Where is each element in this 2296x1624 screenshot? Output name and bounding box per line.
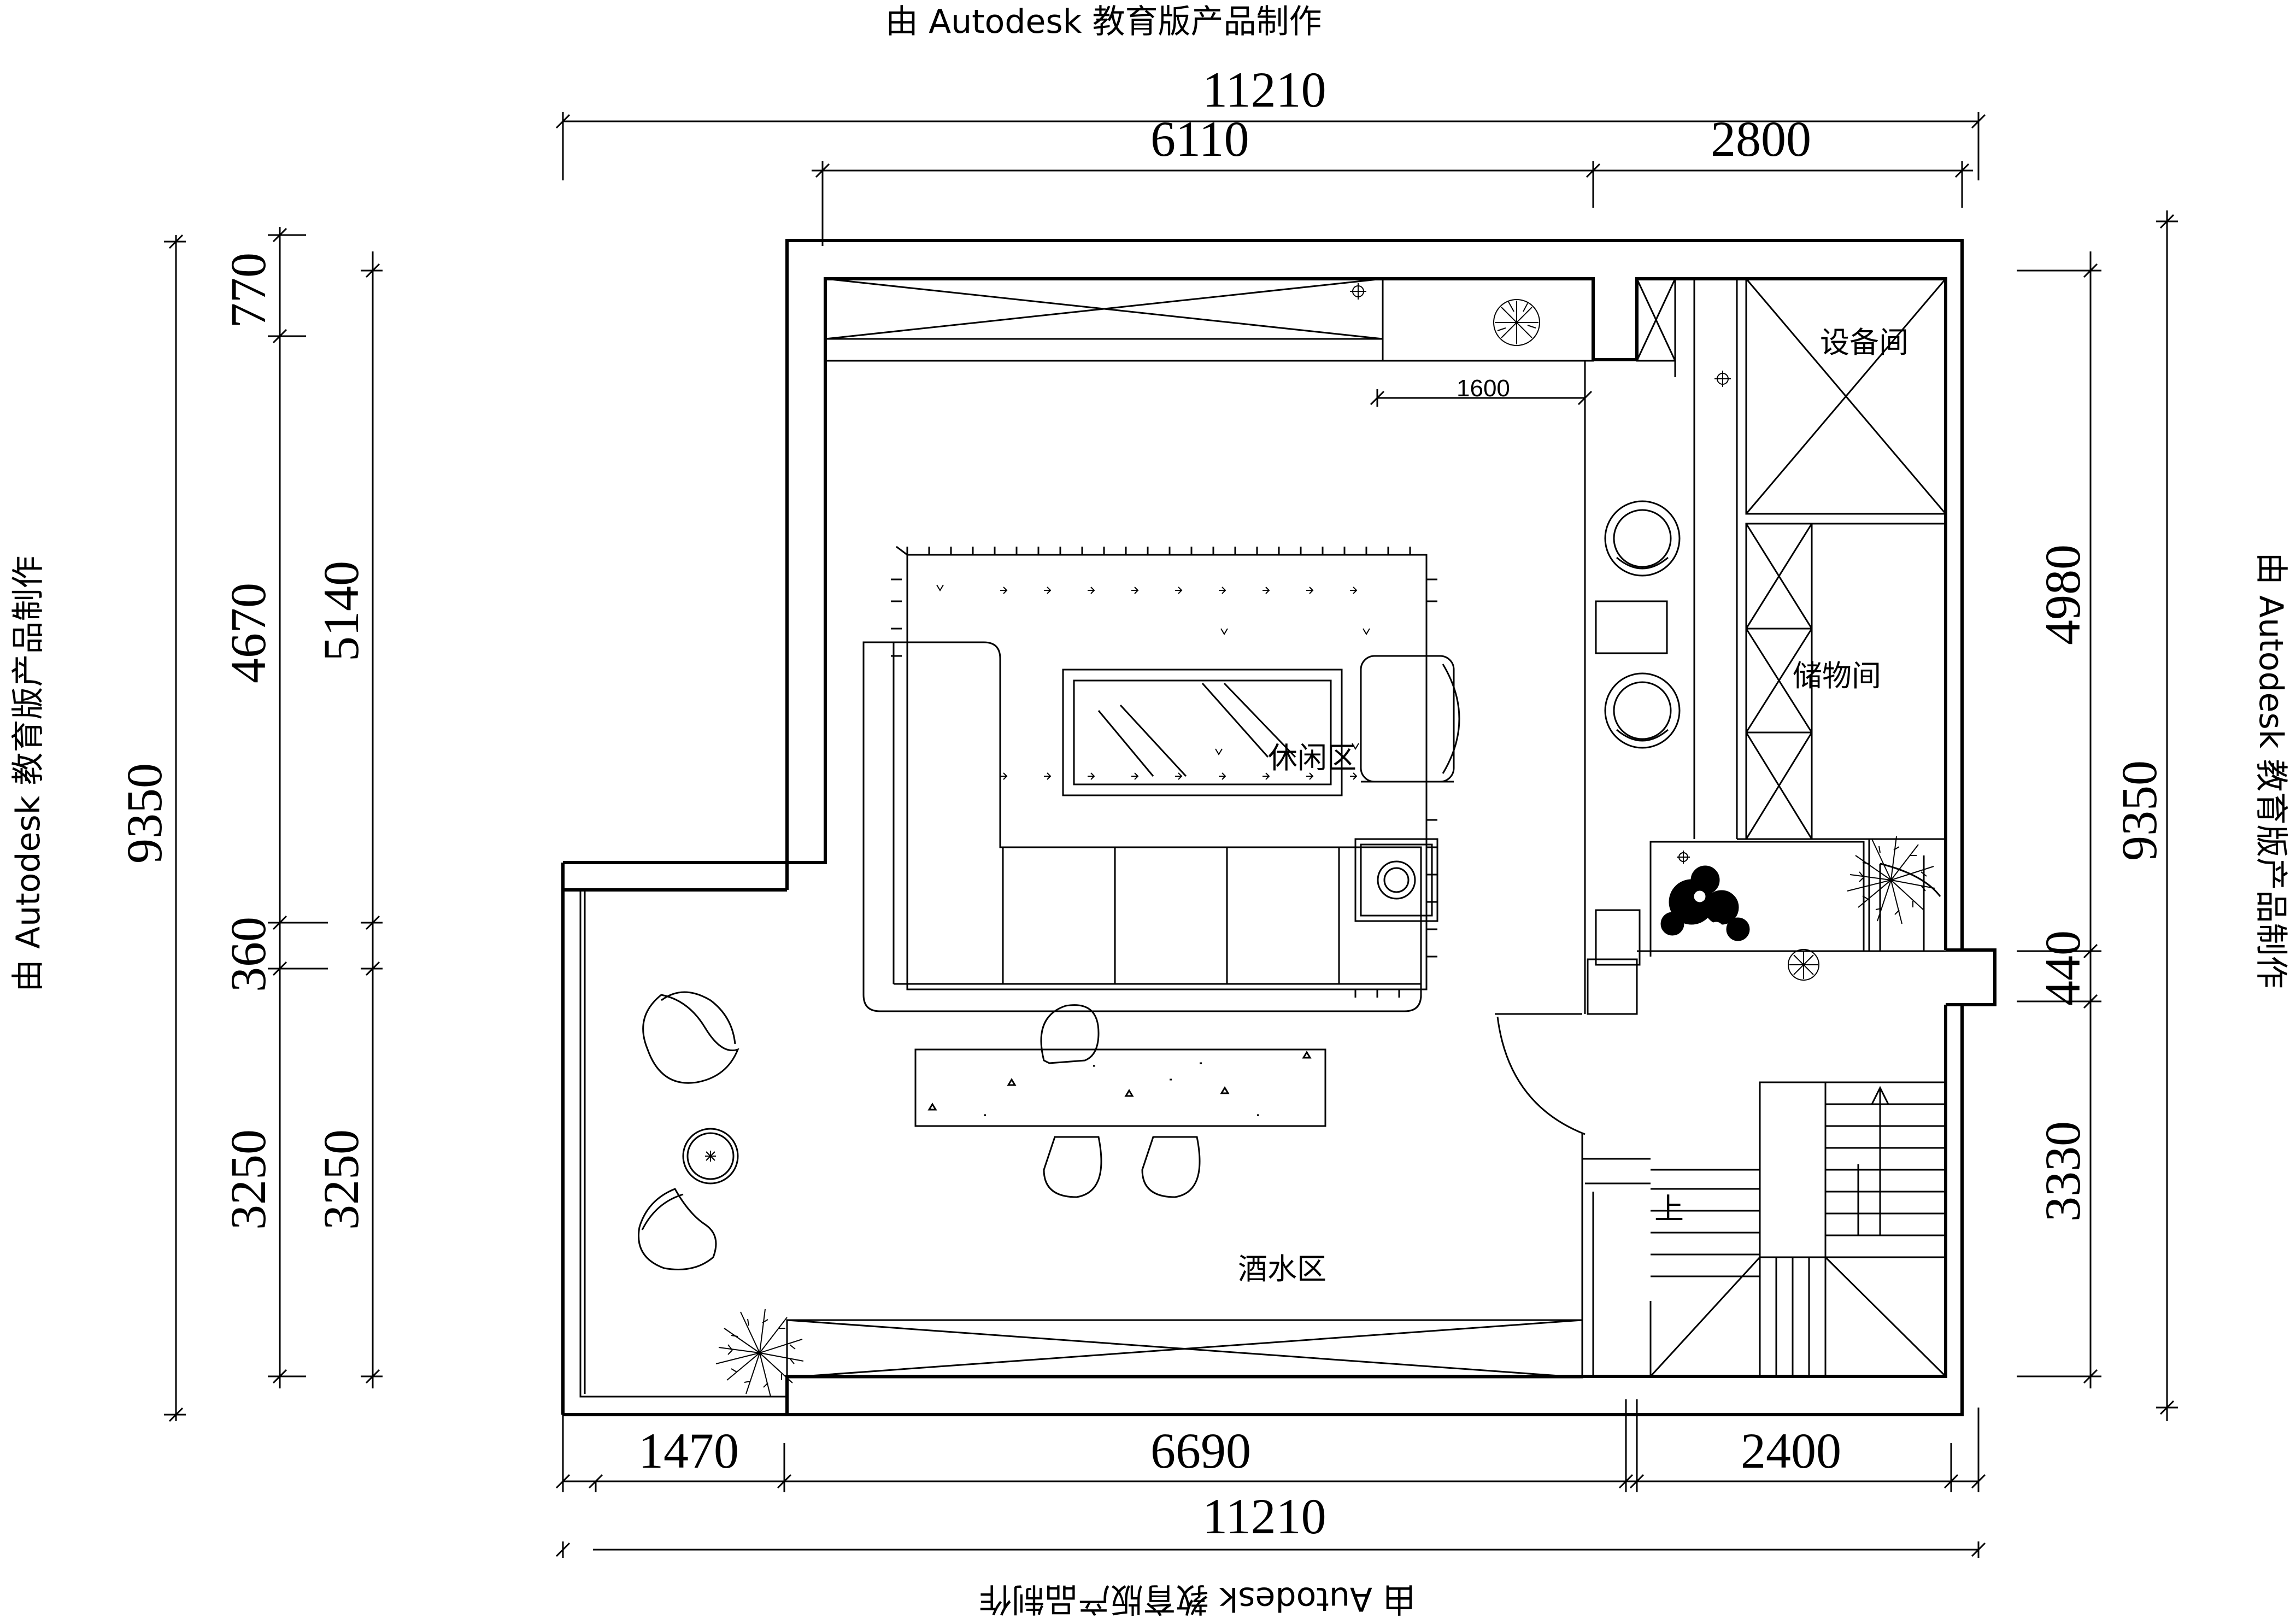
bottom-cabinet bbox=[786, 1159, 1594, 1379]
staircase bbox=[1649, 1081, 1947, 1377]
dim-top-overall: 11210 bbox=[1202, 62, 1326, 118]
dim-left-4670: 4670 bbox=[220, 583, 276, 683]
rug bbox=[891, 546, 1437, 998]
outer-walls bbox=[561, 239, 1996, 1416]
dimension-right bbox=[2017, 210, 2178, 1421]
dim-left-360: 360 bbox=[220, 917, 276, 992]
dim-right-3330: 3330 bbox=[2035, 1121, 2091, 1222]
bonsai-icon bbox=[1660, 865, 1750, 941]
room-label-leisure: 休闲区 bbox=[1268, 741, 1357, 775]
corridor-furniture bbox=[1595, 500, 1681, 749]
dim-left-3250b: 3250 bbox=[313, 1129, 369, 1230]
rug-pattern bbox=[936, 584, 1370, 780]
watermark-left: 由 Autodesk 教育版产品制作 bbox=[9, 556, 48, 992]
dim-right-overall: 9350 bbox=[2111, 760, 2167, 861]
dim-left-overall: 9350 bbox=[116, 763, 172, 864]
room-label-storage: 储物间 bbox=[1793, 659, 1881, 693]
dim-top-left: 6110 bbox=[1150, 111, 1249, 167]
dim-small-1600: 1600 bbox=[1457, 375, 1510, 402]
dim-left-5140: 5140 bbox=[313, 561, 369, 661]
dim-bottom-mid: 6690 bbox=[1150, 1423, 1251, 1479]
dim-right-440: 440 bbox=[2035, 930, 2091, 1006]
l-shaped-sofa bbox=[862, 641, 1422, 1012]
dim-left-770: 770 bbox=[220, 253, 276, 328]
dimension-left bbox=[164, 227, 383, 1422]
dimension-bottom bbox=[555, 1399, 1986, 1558]
dimension-top bbox=[555, 112, 1986, 246]
stair-up-label: 上 bbox=[1654, 1192, 1684, 1226]
dim-right-4980: 4980 bbox=[2035, 544, 2091, 645]
room-label-equipment: 设备间 bbox=[1820, 325, 1909, 360]
doors bbox=[1495, 839, 1946, 1185]
armchair bbox=[1360, 655, 1460, 783]
light-icon bbox=[1350, 283, 1731, 864]
watermark-right: 由 Autodesk 教育版产品制作 bbox=[2252, 552, 2290, 988]
room-label-bar: 酒水区 bbox=[1238, 1252, 1326, 1286]
coffee-table bbox=[1062, 669, 1343, 796]
side-table-lamp bbox=[1354, 838, 1438, 922]
top-cabinet bbox=[824, 278, 1594, 362]
lounge-chairs bbox=[638, 991, 739, 1270]
watermark-bottom: 由 Autodesk 教育版产品制作 bbox=[979, 1580, 1416, 1618]
dim-top-right: 2800 bbox=[1711, 111, 1811, 167]
watermark-top: 由 Autodesk 教育版产品制作 bbox=[885, 3, 1322, 41]
dim-left-3250a: 3250 bbox=[220, 1129, 276, 1230]
dim-bottom-left: 1470 bbox=[638, 1423, 739, 1479]
dim-bottom-right: 2400 bbox=[1741, 1423, 1841, 1479]
inner-wall-lines bbox=[579, 891, 787, 1398]
bar-counter bbox=[914, 1004, 1326, 1198]
right-partitions bbox=[1584, 278, 1947, 840]
dim-bottom-overall: 11210 bbox=[1202, 1488, 1326, 1544]
plant-icon bbox=[705, 299, 1935, 1397]
